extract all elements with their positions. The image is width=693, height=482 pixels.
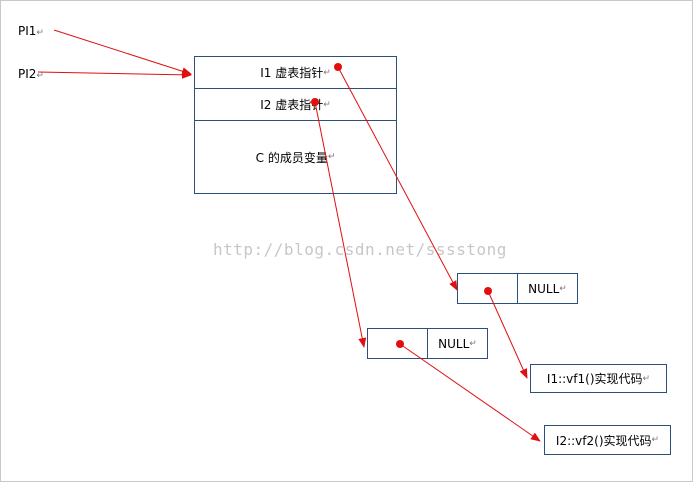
arrow-vtable1-to-vf1 <box>487 290 528 379</box>
vtable-i2-null: NULL↵ <box>438 336 477 351</box>
arrow-pi1-to-object <box>53 29 192 76</box>
vtable-i1-box: NULL↵ <box>457 273 578 304</box>
impl-vf2-box: I2::vf2()实现代码↵ <box>544 425 671 455</box>
object-layout-box: I1 虚表指针↵ I2 虚表指针↵ C 的成员变量↵ <box>194 56 397 194</box>
object-row-i1-vptr: I1 虚表指针↵ <box>195 57 396 89</box>
dot-i1-vptr <box>334 63 342 71</box>
pointer-pi1-label: PI1↵ <box>18 24 44 38</box>
dot-i2-vptr <box>311 98 319 106</box>
arrow-pi2-to-object <box>37 70 192 79</box>
impl-vf1-label: I1::vf1()实现代码↵ <box>546 372 651 386</box>
impl-vf2-label: I2::vf2()实现代码↵ <box>555 433 660 448</box>
vtable-i2-box: NULL↵ <box>367 328 488 359</box>
pointer-pi2-label: PI2↵ <box>18 67 44 81</box>
impl-vf1-box: I1::vf1()实现代码↵ <box>530 364 667 393</box>
vtable-i1-null: NULL↵ <box>528 281 567 296</box>
vtable-i1-slot <box>458 274 518 303</box>
object-row-i2-vptr: I2 虚表指针↵ <box>195 89 396 121</box>
vtable-i2-slot <box>368 329 428 358</box>
arrow-i1-vptr-to-vtable <box>337 66 458 291</box>
object-row-members: C 的成员变量↵ <box>255 150 336 165</box>
arrow-vtable2-to-vf2 <box>399 343 541 442</box>
dot-vtable2-slot <box>396 340 404 348</box>
arrow-i2-vptr-to-vtable <box>314 101 367 348</box>
dot-vtable1-slot <box>484 287 492 295</box>
